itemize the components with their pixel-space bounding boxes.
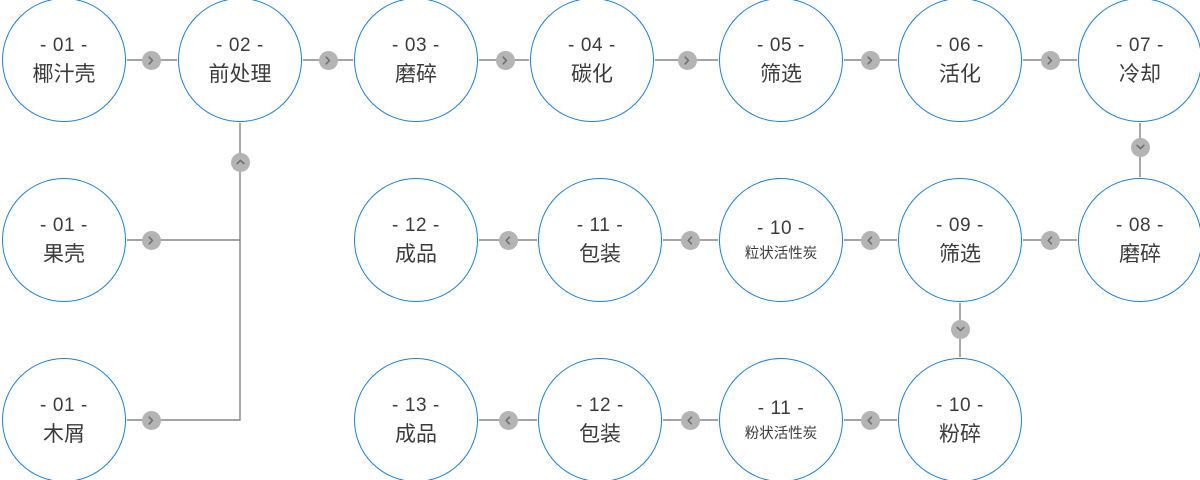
node-n16[interactable]: - 12 - 包装: [538, 358, 662, 480]
node-number: - 03 -: [392, 34, 440, 56]
arrow-right-icon: [324, 55, 330, 65]
arrow-right-icon: [147, 235, 153, 245]
node-n9[interactable]: - 12 - 成品: [354, 178, 478, 302]
node-n15[interactable]: - 13 - 成品: [354, 358, 478, 480]
connector-02-03[interactable]: [318, 50, 338, 70]
node-number: - 11 -: [576, 214, 624, 236]
arrow-left-icon: [686, 415, 692, 425]
node-label: 包装: [579, 422, 621, 446]
edge-muxie-to-trunk: [127, 240, 241, 421]
connector-01-02[interactable]: [141, 50, 161, 70]
node-number: - 01 -: [40, 34, 88, 56]
node-n12[interactable]: - 09 - 筛选: [898, 178, 1022, 302]
node-number: - 12 -: [576, 394, 624, 416]
connector-07-08[interactable]: [1130, 137, 1150, 157]
node-n6[interactable]: - 06 - 活化: [898, 0, 1022, 122]
arrow-right-icon: [1046, 55, 1052, 65]
node-n3[interactable]: - 03 - 磨碎: [354, 0, 478, 122]
node-number: - 10 -: [757, 217, 805, 239]
node-label: 粉状活性炭: [744, 425, 818, 442]
node-number: - 02 -: [216, 34, 264, 56]
node-label: 包装: [579, 242, 621, 266]
node-label: 椰汁壳: [32, 62, 96, 86]
connector-04-05[interactable]: [677, 50, 697, 70]
node-n4[interactable]: - 04 - 碳化: [530, 0, 654, 122]
node-label: 磨碎: [1119, 242, 1161, 266]
arrow-right-icon: [147, 415, 153, 425]
node-n18[interactable]: - 10 - 粉碎: [898, 358, 1022, 480]
node-label: 木屑: [43, 422, 85, 446]
node-label: 粉碎: [939, 422, 981, 446]
node-n2[interactable]: - 02 - 前处理: [178, 0, 302, 122]
connector-10g-11[interactable]: [680, 230, 700, 250]
arrow-right-icon: [866, 55, 872, 65]
node-n17[interactable]: - 11 - 粉状活性炭: [719, 358, 843, 480]
node-n14[interactable]: - 01 - 木屑: [2, 358, 126, 480]
connector-08-09[interactable]: [1040, 230, 1060, 250]
connector-03-04[interactable]: [495, 50, 515, 70]
connector-09-10p[interactable]: [950, 319, 970, 339]
connector-06-07[interactable]: [1040, 50, 1060, 70]
node-number: - 01 -: [40, 214, 88, 236]
connector-05-06[interactable]: [860, 50, 880, 70]
node-number: - 05 -: [757, 34, 805, 56]
connector-trunk-02[interactable]: [230, 152, 250, 172]
arrow-left-icon: [1046, 235, 1052, 245]
connector-guoke[interactable]: [141, 230, 161, 250]
node-label: 筛选: [939, 242, 981, 266]
arrow-left-icon: [866, 415, 872, 425]
connector-12p-13[interactable]: [498, 410, 518, 430]
arrow-right-icon: [683, 55, 689, 65]
connector-10p-11p[interactable]: [860, 410, 880, 430]
node-label: 冷却: [1119, 62, 1161, 86]
node-label: 活化: [939, 62, 981, 86]
connector-muxie[interactable]: [141, 410, 161, 430]
node-label: 筛选: [760, 62, 802, 86]
node-label: 磨碎: [395, 62, 437, 86]
node-label: 前处理: [208, 62, 272, 86]
node-label: 成品: [395, 422, 437, 446]
node-number: - 09 -: [936, 214, 984, 236]
node-n8[interactable]: - 01 - 果壳: [2, 178, 126, 302]
node-number: - 01 -: [40, 394, 88, 416]
arrow-left-icon: [504, 415, 510, 425]
arrow-right-icon: [501, 55, 507, 65]
arrow-left-icon: [504, 235, 510, 245]
node-n1[interactable]: - 01 - 椰汁壳: [2, 0, 126, 122]
node-number: - 07 -: [1116, 34, 1164, 56]
arrow-left-icon: [866, 235, 872, 245]
node-n13[interactable]: - 08 - 磨碎: [1078, 178, 1200, 302]
node-label: 碳化: [571, 62, 613, 86]
connector-11-12[interactable]: [498, 230, 518, 250]
arrow-right-icon: [147, 55, 153, 65]
node-number: - 11 -: [757, 397, 805, 419]
node-n5[interactable]: - 05 - 筛选: [719, 0, 843, 122]
arrow-down-icon: [1135, 144, 1145, 149]
arrow-up-icon: [235, 159, 245, 164]
node-label: 成品: [395, 242, 437, 266]
node-label: 粒状活性炭: [744, 245, 818, 262]
node-number: - 04 -: [568, 34, 616, 56]
arrow-left-icon: [686, 235, 692, 245]
node-n7[interactable]: - 07 - 冷却: [1078, 0, 1200, 122]
node-number: - 06 -: [936, 34, 984, 56]
node-number: - 10 -: [936, 394, 984, 416]
node-number: - 13 -: [392, 394, 440, 416]
node-n10[interactable]: - 11 - 包装: [538, 178, 662, 302]
arrow-down-icon: [955, 326, 965, 331]
connector-09-10g[interactable]: [860, 230, 880, 250]
node-number: - 12 -: [392, 214, 440, 236]
connector-11p-12p[interactable]: [680, 410, 700, 430]
node-label: 果壳: [43, 242, 85, 266]
node-n11[interactable]: - 10 - 粒状活性炭: [719, 178, 843, 302]
node-number: - 08 -: [1116, 214, 1164, 236]
